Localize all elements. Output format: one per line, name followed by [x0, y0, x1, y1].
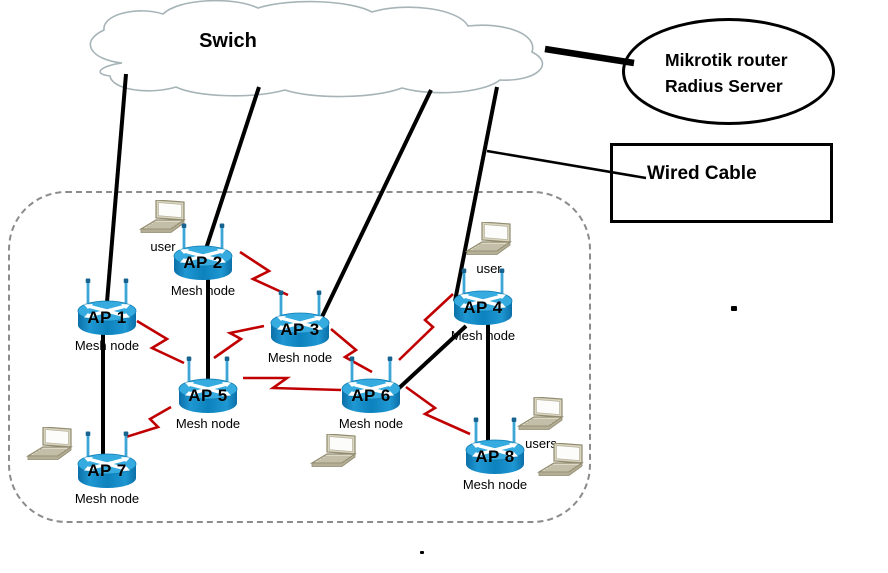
access-point: AP 5 Mesh node — [153, 353, 263, 431]
cable-cloud-server — [544, 45, 635, 67]
ap-label: AP 2 — [183, 253, 223, 272]
mikrotik-server-ellipse: Mikrotik router Radius Server — [622, 18, 835, 125]
wifi-ap4-ap6 — [398, 293, 454, 361]
mesh-node-label: Mesh node — [170, 283, 236, 298]
ap-label: AP 4 — [463, 298, 503, 317]
mesh-node-label: Mesh node — [74, 338, 140, 353]
wireless-router-icon — [453, 268, 513, 325]
wireless-router-icon — [465, 417, 525, 474]
access-point: AP 1 Mesh node — [52, 275, 162, 353]
stray-dot — [420, 551, 424, 554]
wifi-ap3-ap6 — [330, 328, 373, 374]
user-laptop — [18, 427, 82, 463]
cable-cloud-ap1 — [104, 73, 128, 315]
cable-cloud-ap4 — [453, 86, 499, 302]
ap-label: AP 5 — [188, 386, 228, 405]
laptop-icon — [537, 443, 584, 476]
ap-label: AP 1 — [87, 308, 127, 327]
user-laptop: user — [131, 200, 195, 254]
cable-cloud-ap2 — [200, 86, 261, 262]
wireless-router-icon — [77, 431, 137, 488]
ap-label: AP 6 — [351, 386, 391, 405]
wireless-router-icon — [173, 223, 233, 280]
wireless-router-icon — [270, 290, 330, 347]
mesh-node-label: Mesh node — [74, 491, 140, 506]
wireless-router-icon — [77, 278, 137, 335]
laptop-icon — [26, 427, 73, 460]
access-point: AP 7 Mesh node — [52, 428, 162, 506]
user-laptop: users — [509, 397, 573, 451]
stray-dot — [731, 306, 737, 311]
cable-ap4-ap6 — [396, 324, 468, 391]
access-point: AP 3 Mesh node — [245, 287, 355, 365]
wifi-ap2-ap3 — [239, 250, 289, 297]
access-point: AP 6 Mesh node — [316, 353, 426, 431]
wired-cable-legend-box: Wired Cable — [610, 143, 833, 223]
user-laptop — [529, 443, 593, 479]
laptop-icon — [310, 434, 357, 467]
wifi-ap5-ap3 — [213, 324, 265, 360]
wifi-ap1-ap5 — [136, 319, 185, 365]
server-label-line1: Mikrotik router — [665, 50, 788, 70]
switch-cloud-shape — [89, 0, 544, 98]
mesh-node-label: Mesh node — [462, 477, 528, 492]
access-point: AP 2 Mesh node — [148, 220, 258, 298]
laptop-icon — [517, 397, 564, 430]
wifi-ap5-ap6 — [243, 376, 342, 392]
server-label-line2: Radius Server — [665, 76, 783, 96]
ap-label: AP 7 — [87, 461, 127, 480]
mesh-node-label: Mesh node — [175, 416, 241, 431]
laptop-user-label: user — [476, 261, 502, 276]
wireless-router-icon — [341, 356, 401, 413]
wifi-ap6-ap8 — [405, 385, 471, 436]
laptop-user-label: users — [525, 436, 557, 451]
mesh-node-label: Mesh node — [450, 328, 516, 343]
wifi-ap5-ap7 — [125, 405, 172, 439]
mesh-node-label: Mesh node — [267, 350, 333, 365]
laptop-icon — [465, 222, 512, 255]
laptop-icon — [139, 200, 186, 233]
access-point: AP 4 Mesh node — [428, 265, 538, 343]
switch-cloud-label: Swich — [199, 30, 257, 52]
cable-cloud-ap3 — [318, 89, 433, 322]
pointer-wired-cable — [486, 149, 647, 180]
ap-label: AP 3 — [280, 320, 320, 339]
wireless-router-icon — [178, 356, 238, 413]
wired-cable-label: Wired Cable — [647, 163, 757, 184]
ap-label: AP 8 — [475, 447, 515, 466]
mesh-network-boundary — [8, 191, 591, 523]
user-laptop — [302, 434, 366, 470]
mesh-node-label: Mesh node — [338, 416, 404, 431]
user-laptop: user — [457, 222, 521, 276]
access-point: AP 8 Mesh node — [440, 414, 550, 492]
laptop-user-label: user — [150, 239, 176, 254]
